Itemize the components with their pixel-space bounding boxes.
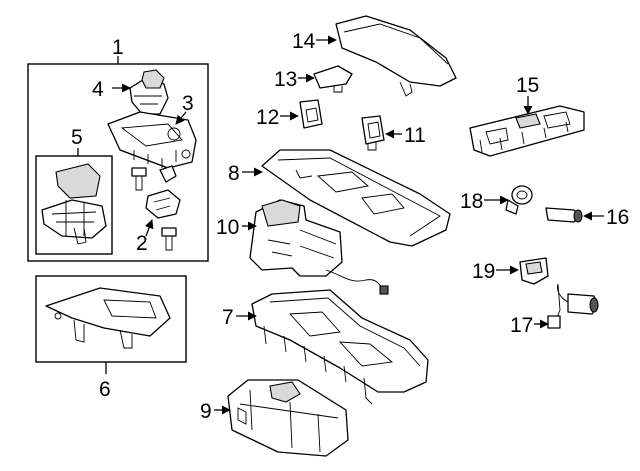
callout-10: 10 [216,216,239,239]
part-3-shifter-housing [107,111,197,169]
screw-parts [131,165,181,251]
callout-labels: 1 2 3 4 5 6 7 8 9 10 11 12 13 14 15 16 1… [71,30,629,423]
callout-9: 9 [200,400,212,423]
part-11-switch [361,115,385,151]
part-18-power-socket [505,185,533,215]
callout-8: 8 [228,162,240,185]
part-10-shifter-mechanism [249,199,389,295]
callout-15: 15 [516,74,539,97]
trim-panel-box [35,275,187,374]
callout-18: 18 [460,190,483,213]
callout-2: 2 [136,232,148,255]
part-5-bezel [41,163,107,245]
leader-lines [112,35,604,415]
callout-4: 4 [92,78,104,101]
part-7-console-body [251,289,429,405]
part-15-switch-panel [469,105,585,157]
part-4-shift-knob [129,69,169,115]
callout-14: 14 [292,30,316,53]
callout-19: 19 [472,260,495,283]
part-6-trim-panel [45,287,171,349]
callout-5: 5 [71,126,83,149]
callout-11: 11 [404,124,426,147]
callout-3: 3 [182,92,194,115]
callout-12: 12 [256,106,279,129]
leader-2 [144,219,154,237]
callout-17: 17 [510,314,533,337]
part-17-socket-harness [547,283,599,329]
callout-13: 13 [274,68,297,91]
part-9-lower-bracket [227,379,349,457]
callout-16: 16 [606,206,629,229]
callout-7: 7 [222,306,234,329]
part-8-console-panel [261,149,451,247]
callout-1: 1 [112,36,124,59]
shifter-assembly-box [27,56,209,262]
part-16-lighter [545,207,583,223]
part-14-armrest-lid [335,15,457,97]
part-13-cover [313,65,353,93]
callout-6: 6 [99,378,111,401]
bezel-subassembly-box [35,148,113,255]
leader-3 [175,111,187,125]
part-19-bracket [519,257,549,285]
part-12-switch [299,99,323,129]
